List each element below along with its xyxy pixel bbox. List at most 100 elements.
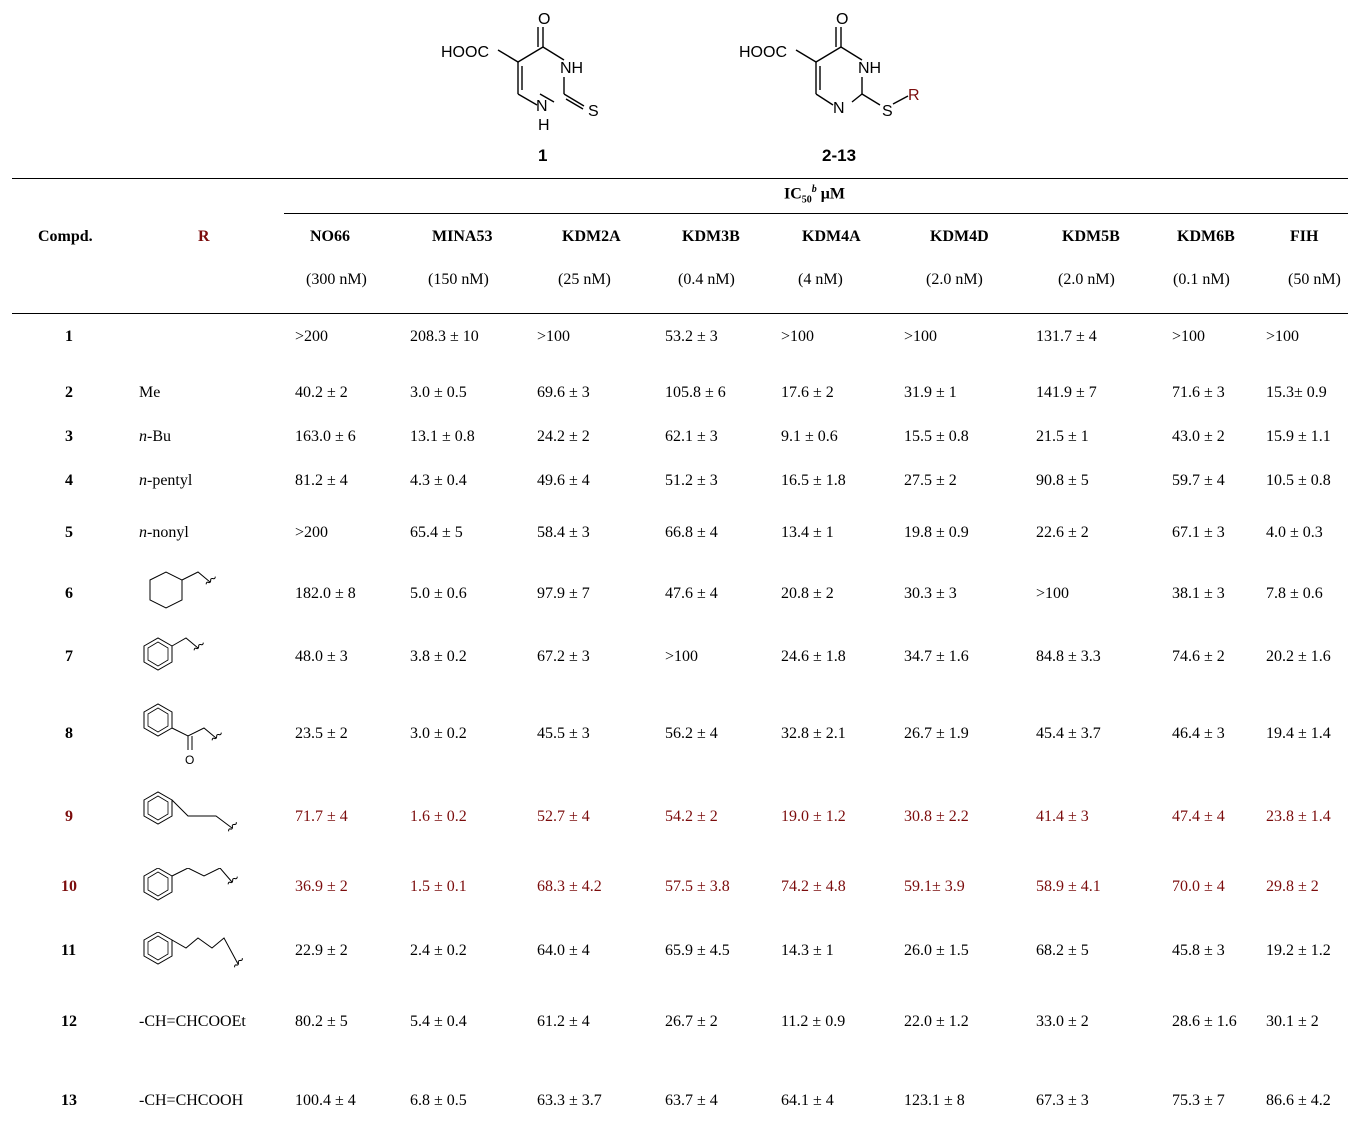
col-conc-kdm6b: (0.1 nM) [1173, 271, 1230, 288]
cell-fih: 19.2 ± 1.2 [1266, 942, 1331, 959]
cell-fih: 86.6 ± 4.2 [1266, 1092, 1331, 1109]
row-r-group: n-Bu [139, 428, 171, 446]
cell-kdm4d: 59.1± 3.9 [904, 878, 965, 895]
h-atom: H [538, 117, 550, 134]
cell-mina53: 5.0 ± 0.6 [410, 585, 467, 602]
cell-no66: 36.9 ± 2 [295, 878, 348, 895]
row-r-group: n-nonyl [139, 524, 189, 542]
cell-kdm3b: 56.2 ± 4 [665, 725, 718, 742]
row-r-group: Me [139, 384, 160, 402]
cell-kdm2a: 68.3 ± 4.2 [537, 878, 602, 895]
oxygen-atom: O [836, 11, 848, 28]
table-header-rule [12, 313, 1348, 314]
cell-no66: 100.4 ± 4 [295, 1092, 356, 1109]
nh-atom: NH [560, 60, 583, 77]
row-compound-id: 12 [61, 1013, 77, 1030]
cell-fih: 4.0 ± 0.3 [1266, 524, 1323, 541]
col-header-kdm2a: KDM2A [562, 228, 621, 245]
cell-kdm6b: 43.0 ± 2 [1172, 428, 1225, 445]
row-compound-id: 5 [65, 524, 73, 541]
cell-kdm6b: 74.6 ± 2 [1172, 648, 1225, 665]
cell-kdm4d: 123.1 ± 8 [904, 1092, 965, 1109]
cell-kdm4a: 16.5 ± 1.8 [781, 472, 846, 489]
cell-mina53: 1.5 ± 0.1 [410, 878, 467, 895]
cell-no66: 81.2 ± 4 [295, 472, 348, 489]
carbonyl-oxygen: O [185, 753, 194, 767]
cell-kdm6b: 59.7 ± 4 [1172, 472, 1225, 489]
cell-kdm6b: 75.3 ± 7 [1172, 1092, 1225, 1109]
cell-kdm6b: 47.4 ± 4 [1172, 808, 1225, 825]
nh-atom: NH [858, 60, 881, 77]
cell-no66: 48.0 ± 3 [295, 648, 348, 665]
ic50-unit: μM [816, 185, 845, 203]
r-text: -pentyl [147, 472, 193, 489]
col-header-kdm4a: KDM4A [802, 228, 861, 245]
ic50-sub: 50 [801, 194, 812, 206]
row-compound-id: 11 [61, 942, 77, 959]
col-conc-kdm3b: (0.4 nM) [678, 271, 735, 288]
row-compound-id: 4 [65, 472, 73, 489]
col-conc-kdm5b: (2.0 nM) [1058, 271, 1115, 288]
cell-kdm2a: 45.5 ± 3 [537, 725, 590, 742]
cell-kdm2a: 49.6 ± 4 [537, 472, 590, 489]
cell-mina53: 208.3 ± 10 [410, 328, 479, 345]
cell-mina53: 2.4 ± 0.2 [410, 942, 467, 959]
cooh-group: HOOC [441, 44, 489, 61]
cell-no66: 182.0 ± 8 [295, 585, 356, 602]
cell-fih: 23.8 ± 1.4 [1266, 808, 1331, 825]
cell-mina53: 3.8 ± 0.2 [410, 648, 467, 665]
sulfur-atom: S [588, 103, 599, 120]
col-header-r: R [198, 228, 210, 245]
cell-fih: 15.9 ± 1.1 [1266, 428, 1331, 445]
cell-fih: 30.1 ± 2 [1266, 1013, 1319, 1030]
cooh-group: HOOC [739, 44, 787, 61]
cell-mina53: 1.6 ± 0.2 [410, 808, 467, 825]
cell-mina53: 65.4 ± 5 [410, 524, 463, 541]
cell-no66: 40.2 ± 2 [295, 384, 348, 401]
r-text: -nonyl [147, 524, 189, 541]
row-compound-id: 10 [61, 878, 77, 895]
cell-kdm4a: 32.8 ± 2.1 [781, 725, 846, 742]
cell-kdm6b: 67.1 ± 3 [1172, 524, 1225, 541]
ic50-sup: b [811, 184, 817, 195]
cell-kdm4a: 13.4 ± 1 [781, 524, 834, 541]
cell-kdm2a: 63.3 ± 3.7 [537, 1092, 602, 1109]
sulfur-atom: S [882, 103, 893, 120]
structure-1: O HOOC NH N H S [430, 0, 630, 175]
cell-kdm3b: 47.6 ± 4 [665, 585, 718, 602]
table-top-rule [12, 178, 1348, 179]
cell-kdm4d: 31.9 ± 1 [904, 384, 957, 401]
col-conc-kdm2a: (25 nM) [558, 271, 611, 288]
cell-kdm6b: 28.6 ± 1.6 [1172, 1013, 1237, 1030]
cell-kdm2a: 24.2 ± 2 [537, 428, 590, 445]
structure-2-13: O HOOC NH N S R [728, 0, 948, 175]
cell-kdm3b: 105.8 ± 6 [665, 384, 726, 401]
cell-kdm4a: 64.1 ± 4 [781, 1092, 834, 1109]
row-compound-id: 8 [65, 725, 73, 742]
cell-no66: 163.0 ± 6 [295, 428, 356, 445]
cell-kdm4d: 27.5 ± 2 [904, 472, 957, 489]
cell-kdm6b: 70.0 ± 4 [1172, 878, 1225, 895]
cell-kdm4d: 26.7 ± 1.9 [904, 725, 969, 742]
cell-kdm5b: 22.6 ± 2 [1036, 524, 1089, 541]
cell-kdm3b: 54.2 ± 2 [665, 808, 718, 825]
cell-mina53: 4.3 ± 0.4 [410, 472, 467, 489]
cell-kdm2a: 97.9 ± 7 [537, 585, 590, 602]
r-text: -CH=CHCOOEt [139, 1013, 246, 1030]
cell-kdm4d: 19.8 ± 0.9 [904, 524, 969, 541]
cell-kdm6b: 45.8 ± 3 [1172, 942, 1225, 959]
cell-kdm4a: 20.8 ± 2 [781, 585, 834, 602]
cell-kdm3b: 65.9 ± 4.5 [665, 942, 730, 959]
cell-kdm2a: 67.2 ± 3 [537, 648, 590, 665]
r-text: Me [139, 384, 161, 401]
cell-fih: 29.8 ± 2 [1266, 878, 1319, 895]
cell-kdm5b: >100 [1036, 585, 1070, 602]
cell-kdm5b: 33.0 ± 2 [1036, 1013, 1089, 1030]
cell-kdm2a: >100 [537, 328, 571, 345]
cell-kdm4a: 24.6 ± 1.8 [781, 648, 846, 665]
col-header-kdm6b: KDM6B [1177, 228, 1235, 245]
cell-fih: 15.3± 0.9 [1266, 384, 1327, 401]
cell-no66: 23.5 ± 2 [295, 725, 348, 742]
cell-kdm6b: 46.4 ± 3 [1172, 725, 1225, 742]
r-prefix: n [139, 472, 147, 489]
